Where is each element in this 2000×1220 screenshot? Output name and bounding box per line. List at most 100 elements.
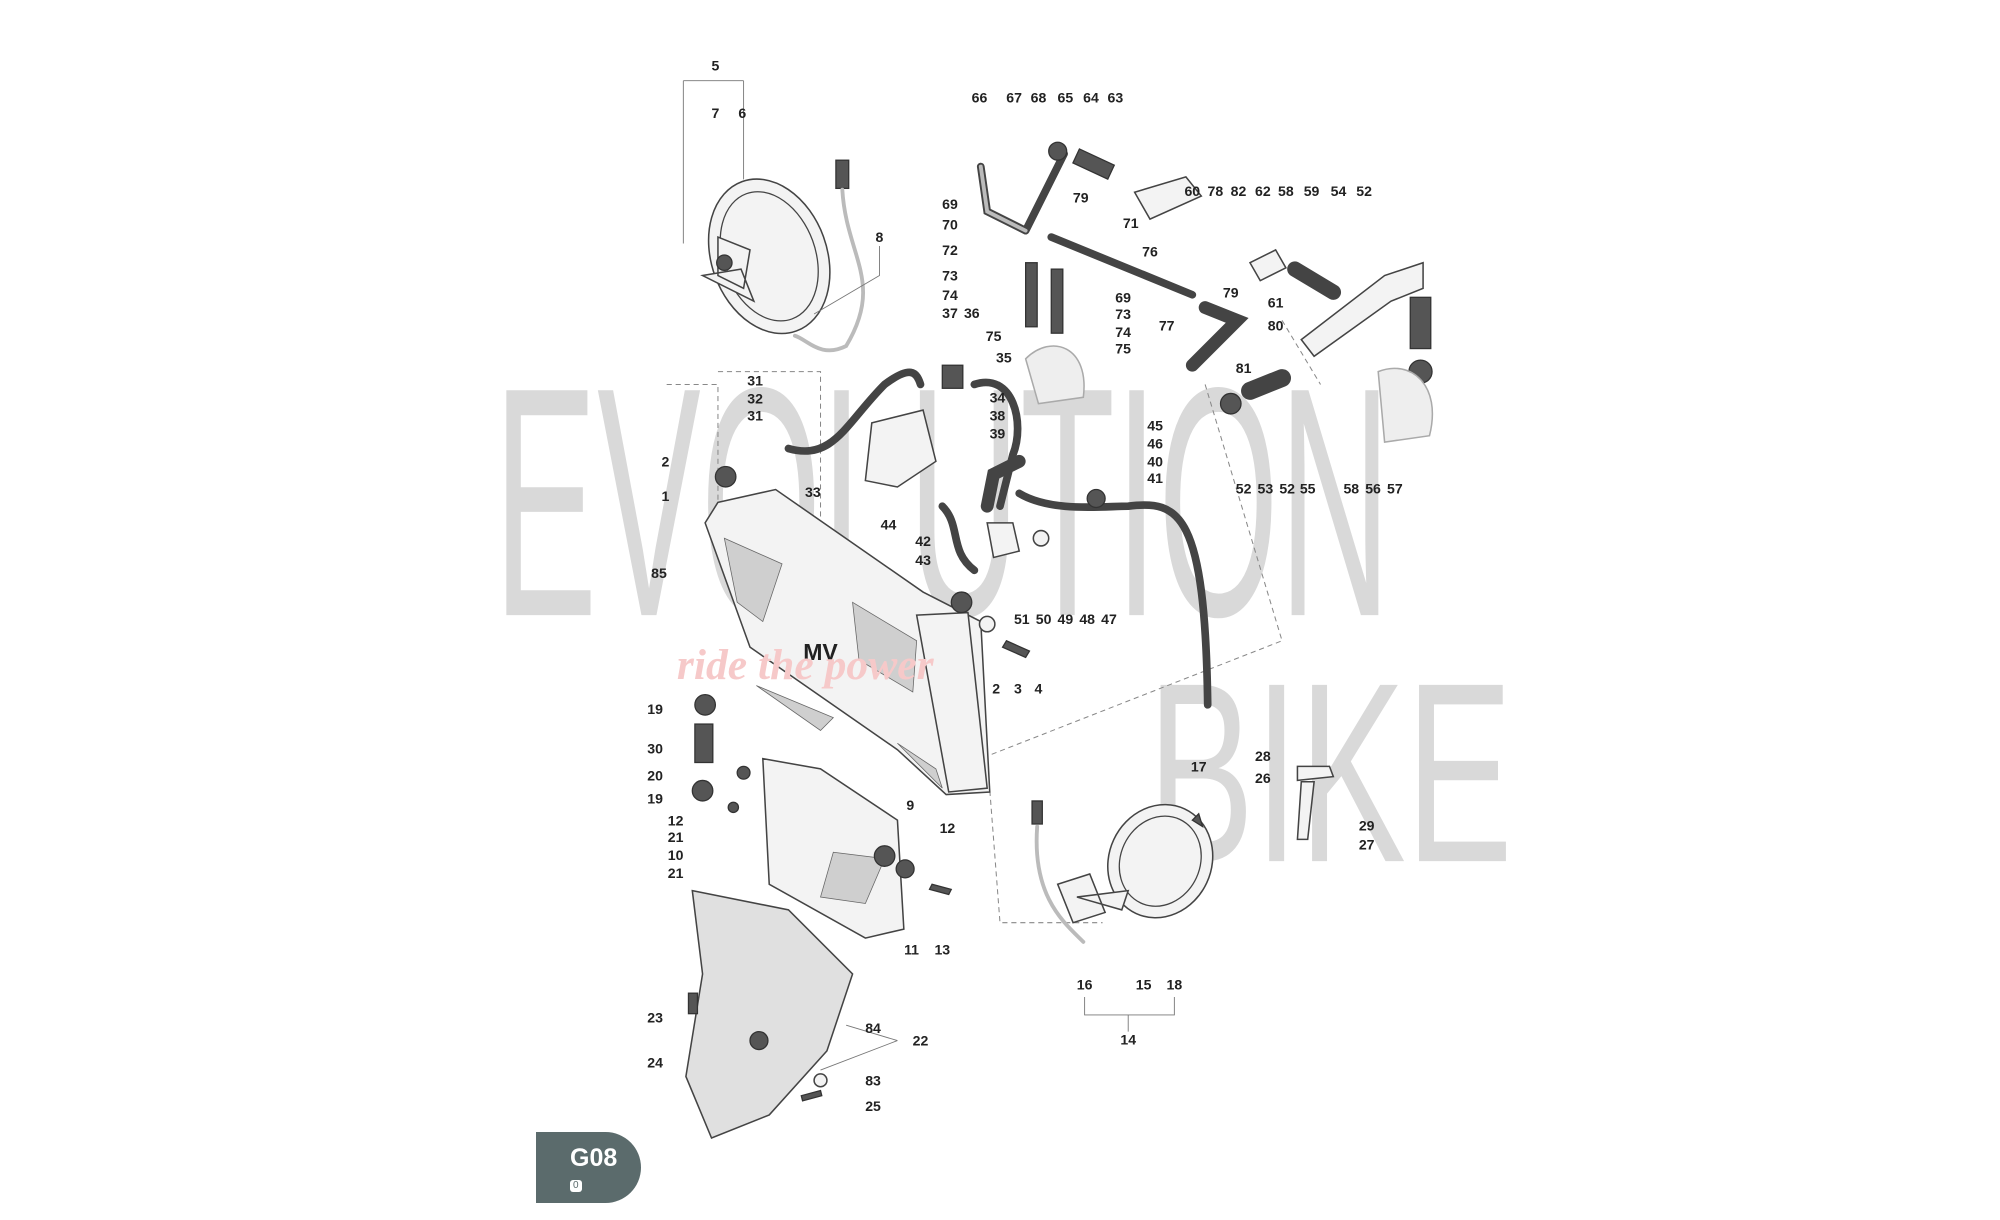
callout-number: 61 bbox=[1268, 295, 1284, 311]
callout-number: 73 bbox=[1115, 306, 1131, 322]
callout-number: 21 bbox=[668, 829, 684, 845]
callout-number: 47 bbox=[1101, 611, 1117, 627]
callout-number: 53 bbox=[1258, 480, 1274, 496]
callout-number: 19 bbox=[647, 701, 663, 717]
callout-number: 64 bbox=[1083, 90, 1099, 106]
callout-number: 46 bbox=[1147, 436, 1163, 452]
callout-number: 74 bbox=[942, 287, 958, 303]
callout-number: 4 bbox=[1035, 680, 1043, 696]
callout-number: 35 bbox=[996, 350, 1012, 366]
callout-number: 41 bbox=[1147, 470, 1163, 486]
callout-number: 49 bbox=[1058, 611, 1074, 627]
callout-number: 5 bbox=[711, 57, 719, 73]
callout-number: 8 bbox=[876, 229, 884, 245]
callout-number: 58 bbox=[1343, 480, 1359, 496]
callout-number: 25 bbox=[865, 1098, 881, 1114]
callout-number: 79 bbox=[1073, 189, 1089, 205]
callout-number: 60 bbox=[1184, 183, 1200, 199]
sheet-revision: 0 bbox=[570, 1180, 582, 1192]
callout-number: 48 bbox=[1079, 611, 1095, 627]
lower-fan-assembly bbox=[1031, 765, 1335, 944]
callout-number: 18 bbox=[1167, 976, 1183, 992]
callout-number: 85 bbox=[651, 565, 667, 581]
callout-number: 42 bbox=[915, 533, 931, 549]
callout-number: 72 bbox=[942, 242, 958, 258]
callout-number: 59 bbox=[1304, 183, 1320, 199]
callout-number: 82 bbox=[1231, 183, 1247, 199]
callout-number: 69 bbox=[942, 196, 958, 212]
callout-number: 67 bbox=[1006, 90, 1022, 106]
callout-number: 37 bbox=[942, 305, 958, 321]
callout-number: 51 bbox=[1014, 611, 1030, 627]
callout-number: 28 bbox=[1255, 748, 1271, 764]
mv-logo: MV bbox=[803, 639, 838, 665]
callout-number: 34 bbox=[990, 389, 1006, 405]
callout-number: 57 bbox=[1387, 480, 1403, 496]
expansion-tank-and-hoses bbox=[784, 364, 1212, 709]
callout-number: 14 bbox=[1120, 1031, 1136, 1047]
callout-number: 52 bbox=[1236, 480, 1252, 496]
callout-number: 10 bbox=[668, 847, 684, 863]
watermark-slogan: ride the power bbox=[677, 641, 935, 689]
callout-number: 13 bbox=[934, 942, 950, 958]
callout-number: 6 bbox=[738, 105, 746, 121]
callout-number: 58 bbox=[1278, 183, 1294, 199]
callout-number: 69 bbox=[1115, 289, 1131, 305]
callout-number: 12 bbox=[668, 812, 684, 828]
callout-number: 17 bbox=[1191, 758, 1207, 774]
callout-number: 32 bbox=[747, 391, 763, 407]
callout-number: 26 bbox=[1255, 770, 1271, 786]
callout-number: 76 bbox=[1142, 243, 1158, 259]
callout-number: 39 bbox=[990, 425, 1006, 441]
callout-number: 75 bbox=[1115, 341, 1131, 357]
callout-number: 62 bbox=[1255, 183, 1271, 199]
callout-number: 22 bbox=[913, 1033, 929, 1049]
sheet-code: G08 bbox=[570, 1144, 618, 1172]
callout-number: 56 bbox=[1365, 480, 1381, 496]
callout-number: 19 bbox=[647, 791, 663, 807]
callout-number: 50 bbox=[1036, 611, 1052, 627]
callout-number: 23 bbox=[647, 1010, 663, 1026]
callout-number: 20 bbox=[647, 767, 663, 783]
callout-number: 36 bbox=[964, 305, 980, 321]
upper-hoses bbox=[976, 141, 1434, 443]
callout-number: 73 bbox=[942, 268, 958, 284]
callout-number: 27 bbox=[1359, 837, 1375, 853]
callout-number: 15 bbox=[1136, 976, 1152, 992]
callout-number: 75 bbox=[986, 328, 1002, 344]
callout-number: 70 bbox=[942, 216, 958, 232]
callout-number: 77 bbox=[1159, 318, 1175, 334]
callout-number: 33 bbox=[805, 484, 821, 500]
callout-number: 24 bbox=[647, 1055, 663, 1071]
callout-number: 1 bbox=[661, 488, 669, 504]
callout-number: 63 bbox=[1108, 90, 1124, 106]
callout-number: 30 bbox=[647, 741, 663, 757]
callout-number: 38 bbox=[990, 407, 1006, 423]
callout-number: 3 bbox=[1014, 680, 1022, 696]
callout-number: 12 bbox=[940, 820, 956, 836]
callout-number: 52 bbox=[1356, 183, 1372, 199]
callout-number: 54 bbox=[1331, 183, 1347, 199]
callout-number: 16 bbox=[1077, 976, 1093, 992]
callout-number: 74 bbox=[1115, 324, 1131, 340]
callout-number: 7 bbox=[711, 105, 719, 121]
radiator-cover bbox=[685, 889, 854, 1139]
callout-number: 80 bbox=[1268, 318, 1284, 334]
callout-number: 31 bbox=[747, 373, 763, 389]
callout-number: 78 bbox=[1208, 183, 1224, 199]
callout-number: 65 bbox=[1058, 90, 1074, 106]
callout-number: 2 bbox=[661, 453, 669, 469]
callout-number: 84 bbox=[865, 1020, 881, 1036]
callout-number: 21 bbox=[668, 865, 684, 881]
callout-number: 83 bbox=[865, 1072, 881, 1088]
callout-number: 31 bbox=[747, 407, 763, 423]
callout-number: 52 bbox=[1279, 480, 1295, 496]
callout-number: 40 bbox=[1147, 453, 1163, 469]
callout-number: 55 bbox=[1300, 480, 1316, 496]
callout-number: 66 bbox=[972, 90, 988, 106]
callout-number: 43 bbox=[915, 552, 931, 568]
callout-number: 81 bbox=[1236, 360, 1252, 376]
upper-fan-assembly bbox=[700, 159, 865, 353]
